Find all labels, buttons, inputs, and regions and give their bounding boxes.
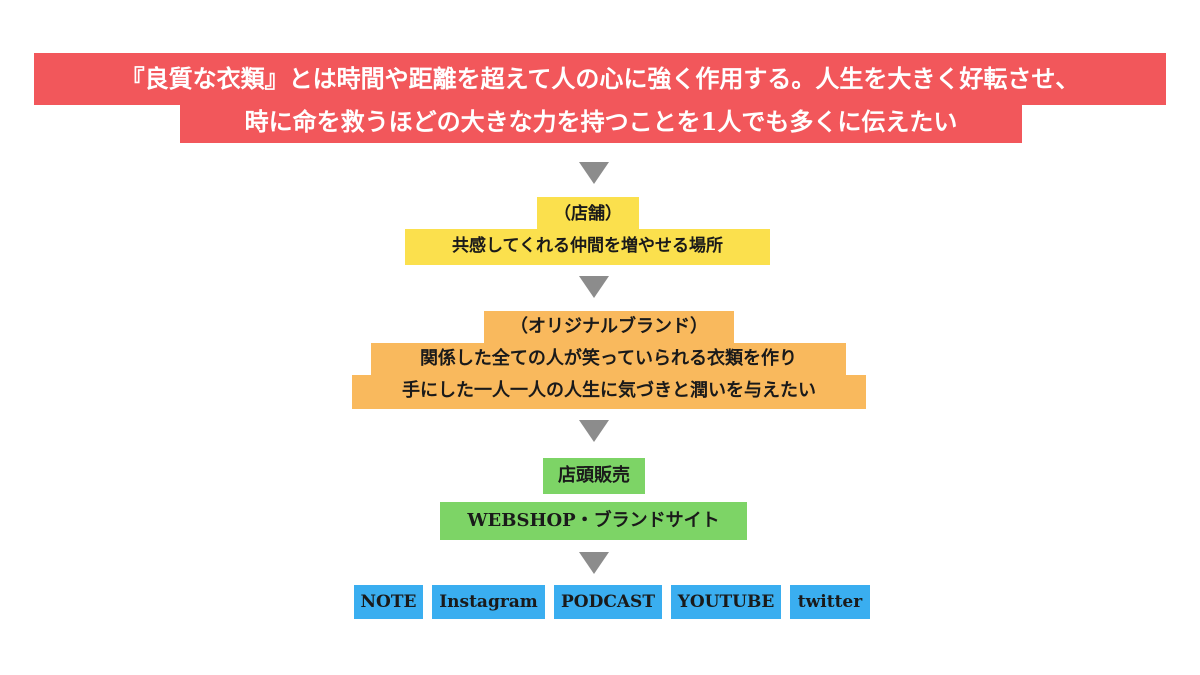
store-heading: （店舗）	[537, 197, 639, 231]
arrow-down-icon	[579, 420, 609, 442]
brand-line-2: 手にした一人一人の人生に気づきと潤いを与えたい	[352, 375, 866, 409]
media-note: NOTE	[354, 585, 423, 619]
media-twitter: twitter	[790, 585, 870, 619]
arrow-down-icon	[579, 162, 609, 184]
store-sales-box: 店頭販売	[543, 458, 645, 494]
arrow-down-icon	[579, 552, 609, 574]
media-youtube: YOUTUBE	[671, 585, 781, 619]
webshop-box: WEBSHOP・ブランドサイト	[440, 502, 747, 540]
store-text: 共感してくれる仲間を増やせる場所	[405, 229, 770, 265]
media-instagram: Instagram	[432, 585, 545, 619]
brand-heading: （オリジナルブランド）	[484, 311, 734, 345]
mission-line-2: 時に命を救うほどの大きな力を持つことを1人でも多くに伝えたい	[180, 103, 1022, 143]
arrow-down-icon	[579, 276, 609, 298]
brand-line-1: 関係した全ての人が笑っていられる衣類を作り	[371, 343, 846, 377]
media-podcast: PODCAST	[554, 585, 662, 619]
mission-line-1: 『良質な衣類』とは時間や距離を超えて人の心に強く作用する。人生を大きく好転させ、	[34, 53, 1166, 105]
